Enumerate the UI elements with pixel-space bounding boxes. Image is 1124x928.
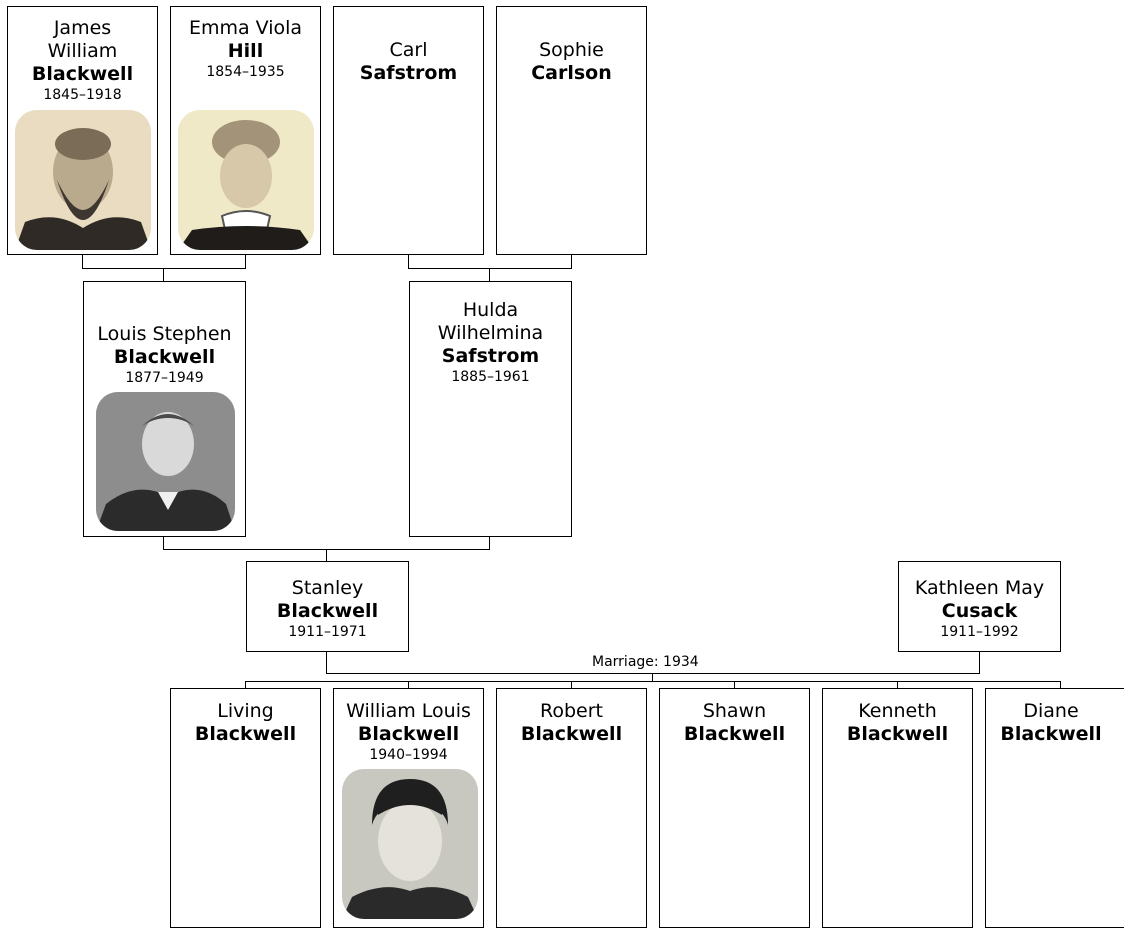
children-line bbox=[245, 681, 1061, 682]
connector-line bbox=[408, 268, 572, 269]
surname: Blackwell bbox=[31, 63, 134, 85]
given-name: James William bbox=[47, 17, 118, 62]
connector-line bbox=[652, 673, 653, 681]
person-card-robert[interactable]: Robert Blackwell bbox=[496, 688, 647, 928]
life-dates: 1854–1935 bbox=[206, 64, 285, 80]
life-dates: 1940–1994 bbox=[369, 747, 448, 763]
connector-line bbox=[489, 537, 490, 549]
person-card-kathleen[interactable]: Kathleen May Cusack 1911–1992 bbox=[898, 561, 1061, 652]
person-card-carl[interactable]: Carl Safstrom bbox=[333, 6, 484, 255]
surname: Safstrom bbox=[359, 62, 458, 84]
connector-line bbox=[326, 652, 327, 673]
connector-line bbox=[734, 681, 735, 688]
life-dates: 1911–1992 bbox=[940, 624, 1019, 640]
portrait-photo bbox=[342, 769, 478, 919]
connector-line bbox=[571, 255, 572, 268]
given-name: Kathleen May bbox=[914, 577, 1045, 599]
marriage-line bbox=[326, 673, 980, 674]
given-name: Living bbox=[217, 700, 274, 722]
given-name: William Louis bbox=[346, 700, 471, 722]
given-name: Hulda Wilhelmina bbox=[437, 299, 544, 344]
given-name: Kenneth bbox=[858, 700, 937, 722]
connector-line bbox=[82, 255, 83, 268]
person-card-living[interactable]: Living Blackwell bbox=[170, 688, 321, 928]
life-dates: 1845–1918 bbox=[43, 87, 122, 103]
connector-line bbox=[408, 255, 409, 268]
surname: Blackwell bbox=[1000, 723, 1102, 745]
person-card-sophie[interactable]: Sophie Carlson bbox=[496, 6, 647, 255]
person-card-louis[interactable]: Louis Stephen Blackwell 1877–1949 bbox=[83, 281, 246, 537]
connector-line bbox=[1060, 681, 1061, 688]
portrait-photo bbox=[96, 392, 235, 531]
portrait-photo bbox=[178, 110, 314, 250]
portrait-photo bbox=[15, 110, 151, 250]
connector-line bbox=[408, 681, 409, 688]
person-card-hulda[interactable]: Hulda Wilhelmina Safstrom 1885–1961 bbox=[409, 281, 572, 537]
connector-line bbox=[82, 268, 246, 269]
surname: Blackwell bbox=[194, 723, 297, 745]
marriage-label: Marriage: 1934 bbox=[590, 654, 701, 670]
life-dates: 1877–1949 bbox=[125, 370, 204, 386]
connector-line bbox=[163, 268, 164, 281]
given-name: Emma Viola bbox=[188, 17, 303, 39]
person-card-kenneth[interactable]: Kenneth Blackwell bbox=[822, 688, 973, 928]
given-name: Stanley bbox=[291, 577, 364, 599]
surname: Carlson bbox=[531, 62, 612, 84]
person-card-emma[interactable]: Emma Viola Hill 1854–1935 bbox=[170, 6, 321, 255]
person-card-shawn[interactable]: Shawn Blackwell bbox=[659, 688, 810, 928]
surname: Blackwell bbox=[846, 723, 949, 745]
surname: Blackwell bbox=[357, 723, 460, 745]
surname: Blackwell bbox=[683, 723, 786, 745]
surname: Cusack bbox=[941, 600, 1018, 622]
connector-line bbox=[326, 549, 327, 561]
connector-line bbox=[979, 652, 980, 673]
surname: Blackwell bbox=[520, 723, 623, 745]
connector-line bbox=[571, 681, 572, 688]
connector-line bbox=[245, 681, 246, 688]
life-dates: 1885–1961 bbox=[451, 369, 530, 385]
connector-line bbox=[489, 268, 490, 281]
person-card-diane[interactable]: Diane Blackwell bbox=[985, 688, 1124, 928]
given-name: Shawn bbox=[702, 700, 767, 722]
given-name: Louis Stephen bbox=[97, 323, 232, 345]
surname: Blackwell bbox=[113, 346, 216, 368]
surname: Safstrom bbox=[441, 345, 540, 367]
person-card-james[interactable]: James William Blackwell 1845–1918 bbox=[7, 6, 158, 255]
person-card-stanley[interactable]: Stanley Blackwell 1911–1971 bbox=[246, 561, 409, 652]
given-name: Robert bbox=[540, 700, 603, 722]
given-name: Carl bbox=[389, 39, 428, 61]
person-card-william[interactable]: William Louis Blackwell 1940–1994 bbox=[333, 688, 484, 928]
connector-line bbox=[897, 681, 898, 688]
connector-line bbox=[245, 255, 246, 268]
given-name: Sophie bbox=[539, 39, 604, 61]
given-name: Diane bbox=[1023, 700, 1079, 722]
surname: Blackwell bbox=[276, 600, 379, 622]
surname: Hill bbox=[227, 40, 264, 62]
life-dates: 1911–1971 bbox=[288, 624, 367, 640]
connector-line bbox=[163, 537, 164, 549]
